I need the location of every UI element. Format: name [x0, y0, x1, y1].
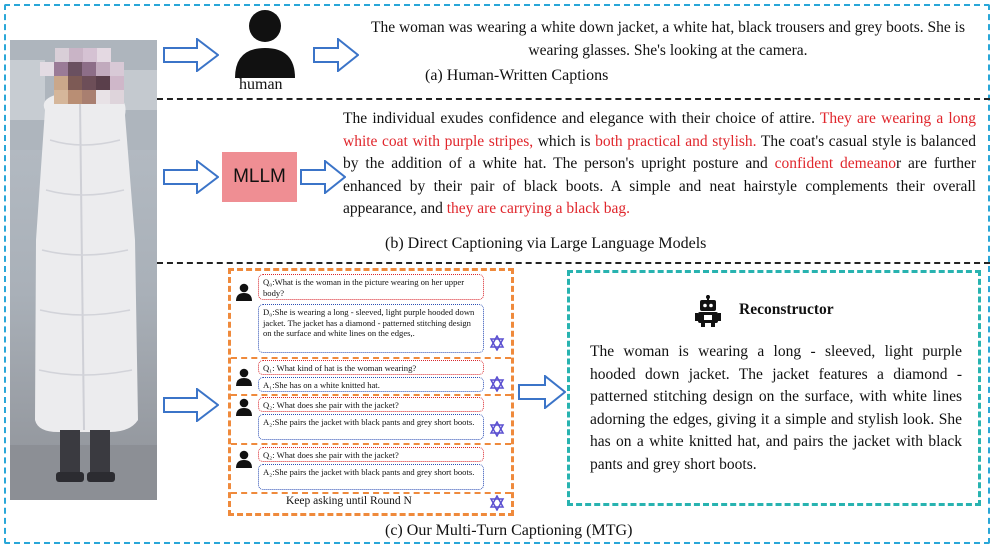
question-bubble: Q₀:What is the woman in the picture wear…: [258, 274, 484, 300]
reconstructed-caption: The woman is wearing a long - sleeved, l…: [590, 343, 962, 473]
answer-bubble: A₂:She pairs the jacket with black pants…: [258, 464, 484, 490]
round-divider: [231, 443, 511, 445]
ai-model-icon: [489, 375, 505, 397]
ai-model-icon: [489, 334, 505, 356]
human-caption: The woman was wearing a white down jacke…: [370, 19, 965, 59]
round-divider: [231, 492, 511, 494]
mllm-box: MLLM: [222, 152, 297, 202]
reconstructor-title: Reconstructor: [739, 301, 834, 318]
user-icon: [235, 283, 253, 306]
section-label-a: (a) Human-Written Captions: [425, 67, 609, 84]
robot-icon: [695, 295, 721, 332]
ai-model-icon: [489, 494, 505, 516]
hallucination-text: both practical and stylish.: [595, 132, 757, 150]
mllm-caption-part: The individual exudes confidence and ele…: [343, 110, 820, 127]
ai-model-icon: [489, 420, 505, 442]
mllm-caption-part: which is: [533, 132, 596, 150]
round-divider: [231, 394, 511, 396]
hallucination-text: confident demeano: [774, 155, 896, 172]
question-bubble: Q₁: What kind of hat is the woman wearin…: [258, 360, 484, 375]
right-arrow-icon: [163, 38, 219, 72]
answer-bubble: A₂:She pairs the jacket with black pants…: [258, 414, 484, 440]
keep-asking-note: Keep asking until Round N: [286, 495, 412, 507]
answer-bubble: A₁:She has on a white knitted hat.: [258, 377, 484, 392]
section-divider-bc: [157, 262, 990, 264]
human-label: human: [239, 76, 283, 93]
round-divider: [231, 357, 511, 359]
mllm-caption: The individual exudes confidence and ele…: [343, 108, 976, 221]
user-icon: [235, 368, 253, 391]
right-arrow-icon: [313, 38, 359, 72]
person-silhouette-icon: [232, 8, 298, 83]
mllm-caption-part: The coat's casual style is balanced by t…: [343, 132, 976, 173]
person-photo: [10, 40, 157, 500]
hallucination-text: They are wearing a long white coat with …: [343, 110, 976, 150]
section-divider-ab: [157, 98, 990, 100]
user-icon: [235, 450, 253, 473]
right-arrow-icon: [163, 160, 219, 194]
right-arrow-icon: [300, 160, 346, 194]
answer-bubble: D₀:She is wearing a long - sleeved, ligh…: [258, 304, 484, 353]
figure-frame: [4, 4, 990, 544]
mllm-caption-part: r are further enhanced by their pair of …: [343, 155, 977, 217]
right-arrow-icon: [518, 375, 566, 409]
question-bubble: Q₂: What does she pair with the jacket?: [258, 447, 484, 462]
section-label-c: (c) Our Multi-Turn Captioning (MTG): [385, 522, 633, 539]
user-icon: [235, 398, 253, 421]
hallucination-text: they are carrying a black bag.: [446, 200, 631, 217]
right-arrow-icon: [163, 388, 219, 422]
section-label-b: (b) Direct Captioning via Large Language…: [385, 235, 707, 252]
reconstructor-box: Reconstructor The woman is wearing a lon…: [567, 270, 981, 506]
question-bubble: Q₂: What does she pair with the jacket?: [258, 397, 484, 412]
dialog-box: Q₀:What is the woman in the picture wear…: [228, 268, 514, 516]
